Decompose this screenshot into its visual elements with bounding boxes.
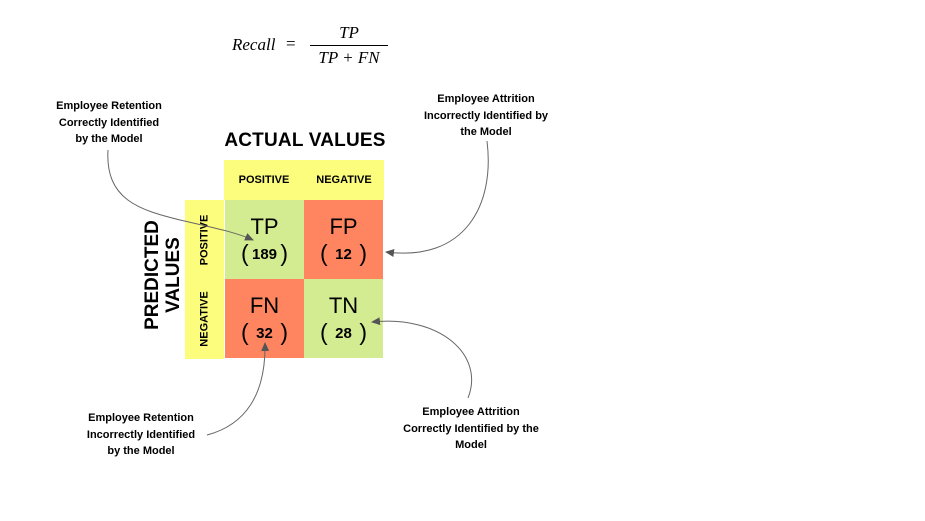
note-fn-line1: Employee Retention	[88, 412, 194, 424]
note-tn-line1: Employee Attrition	[422, 406, 520, 418]
note-fn-line2: Incorrectly Identified	[86, 428, 196, 441]
cell-fn-value: 32	[256, 325, 273, 342]
col-header-negative-label: NEGATIVE	[316, 174, 372, 186]
cell-tp-code: TP	[250, 214, 279, 239]
recall-formula: Recall = TP TP + FN	[226, 20, 396, 68]
arrow-fn	[206, 342, 270, 436]
note-tp-line1: Employee Retention	[56, 100, 162, 112]
note-fn-line3: by the Model	[107, 445, 175, 457]
formula-equals: =	[286, 34, 296, 53]
cell-tn-open-paren: (	[320, 319, 328, 345]
formula-denominator: TP + FN	[318, 48, 380, 67]
row-header-negative: NEGATIVE	[185, 279, 224, 359]
actual-values-title: ACTUAL VALUES	[224, 130, 386, 151]
cell-false-positive: FP ( 12 )	[304, 200, 383, 279]
cell-tp-open-paren: (	[241, 240, 249, 266]
arrow-fp	[385, 140, 489, 257]
cell-tn-value: 28	[335, 325, 352, 342]
note-fn: Employee Retention Incorrectly Identifie…	[72, 410, 210, 460]
note-tp-line2: Correctly Identified	[58, 116, 160, 129]
cell-tp-close-paren: )	[280, 240, 288, 266]
note-fp-line2: Incorrectly Identified by	[423, 109, 549, 122]
cell-fp-code: FP	[329, 214, 358, 239]
note-fp: Employee Attrition Incorrectly Identifie…	[405, 91, 567, 141]
cell-true-negative: TN ( 28 )	[304, 279, 383, 358]
row-header-positive: POSITIVE	[185, 200, 224, 279]
cell-tn-close-paren: )	[359, 319, 367, 345]
col-header-positive-label: POSITIVE	[238, 174, 290, 186]
cell-fp-close-paren: )	[359, 240, 367, 266]
note-fp-line3: the Model	[460, 126, 512, 138]
arrow-tn	[371, 317, 473, 399]
cell-tp-value: 189	[251, 246, 278, 263]
cell-fn-code: FN	[249, 293, 280, 318]
cell-fn-close-paren: )	[280, 319, 288, 345]
cell-tn-code: TN	[328, 293, 359, 318]
note-fp-line1: Employee Attrition	[437, 93, 535, 105]
cell-fp-open-paren: (	[320, 240, 328, 266]
note-tn: Employee Attrition Correctly Identified …	[392, 404, 550, 454]
note-tp: Employee Retention Correctly Identified …	[40, 98, 178, 148]
note-tn-line3: Model	[455, 439, 487, 451]
note-tp-line3: by the Model	[75, 133, 143, 145]
arrow-tp	[107, 149, 254, 241]
col-header-negative: NEGATIVE	[304, 160, 384, 200]
formula-fraction-bar	[310, 45, 388, 46]
note-tn-line2: Correctly Identified by the	[403, 422, 539, 435]
cell-fp-value: 12	[335, 246, 352, 263]
cell-fn-open-paren: (	[241, 319, 249, 345]
formula-lhs: Recall	[232, 35, 276, 54]
col-header-positive: POSITIVE	[224, 160, 304, 200]
cell-true-positive: TP ( 189 )	[225, 200, 304, 279]
formula-numerator: TP	[339, 23, 359, 42]
